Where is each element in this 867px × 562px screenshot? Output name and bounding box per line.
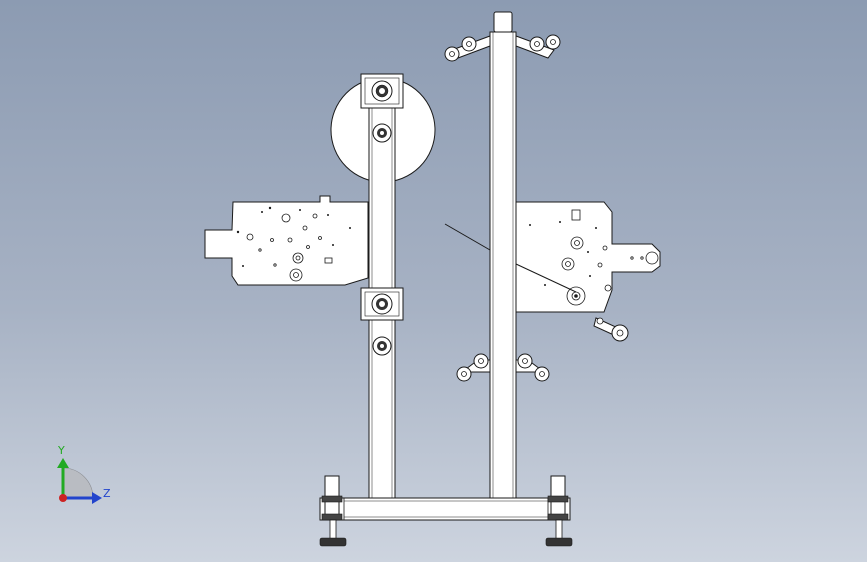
web-film-line xyxy=(444,223,577,293)
right-tension-arm xyxy=(593,317,629,342)
z-axis-label: Z xyxy=(103,487,111,500)
left-lower-roller xyxy=(372,336,392,356)
y-axis-label: Y xyxy=(57,444,65,457)
y-axis-arrow-icon xyxy=(57,458,69,468)
right-column xyxy=(489,11,517,499)
right-leveling-foot xyxy=(545,475,573,547)
left-top-bearing-block xyxy=(360,73,404,109)
left-leveling-foot xyxy=(319,475,347,547)
middle-guide-roller-bracket xyxy=(456,353,550,382)
left-lower-bearing-block xyxy=(360,287,404,321)
left-upper-roller xyxy=(372,123,392,143)
right-side-plate xyxy=(515,201,661,313)
left-side-plate xyxy=(204,195,369,286)
axis-triad: Y Z xyxy=(57,444,111,504)
top-guide-roller-bracket xyxy=(444,34,561,62)
base-frame xyxy=(319,497,571,521)
z-axis-arrow-icon xyxy=(92,492,102,504)
